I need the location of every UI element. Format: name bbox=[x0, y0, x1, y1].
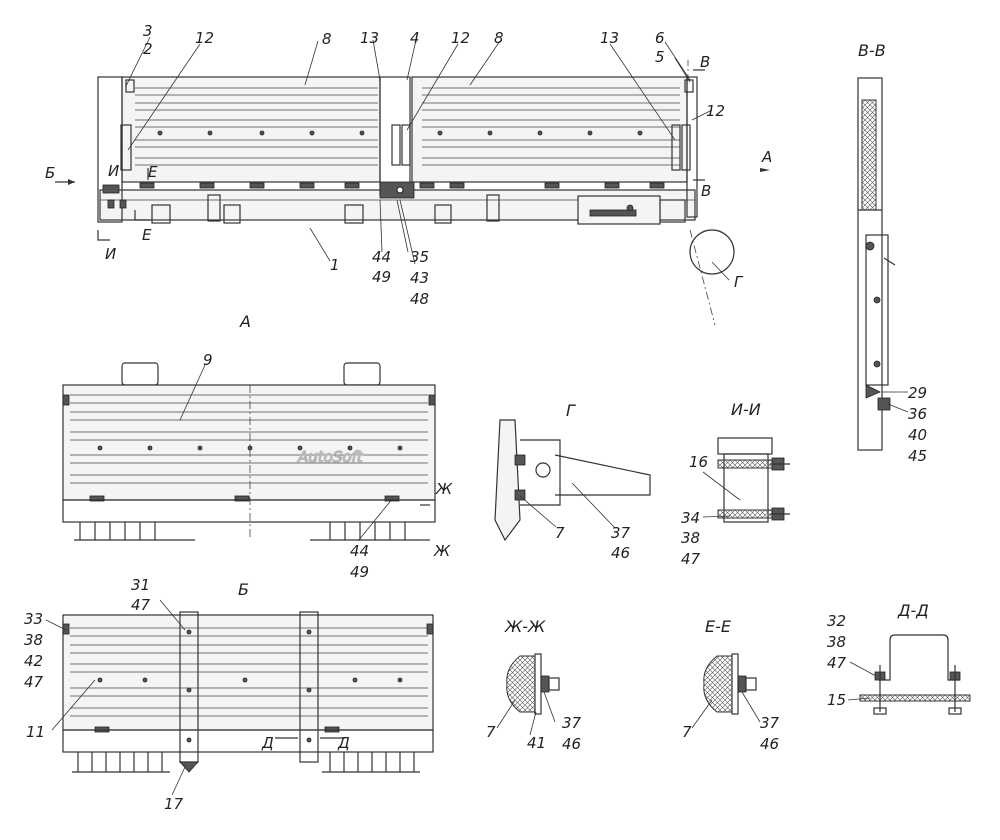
section-ee-title: Е-Е bbox=[705, 617, 732, 636]
section-vv-title: В-В bbox=[858, 41, 886, 60]
section-ee: Е-Е 7 37 46 bbox=[682, 617, 780, 753]
label-46: 46 bbox=[760, 735, 779, 753]
label-12: 12 bbox=[706, 102, 725, 120]
label-29: 29 bbox=[908, 384, 927, 402]
label-section-v: В bbox=[701, 182, 711, 200]
label-section-e: Е bbox=[142, 226, 152, 244]
label-11: 11 bbox=[26, 723, 45, 741]
label-2: 2 bbox=[143, 40, 153, 58]
section-ii: И-И 16 34 38 47 bbox=[681, 400, 790, 568]
label-47: 47 bbox=[131, 596, 151, 614]
label-46: 46 bbox=[562, 735, 581, 753]
section-zh-title: Ж-Ж bbox=[504, 617, 546, 636]
label-48: 48 bbox=[410, 290, 429, 308]
label-33: 33 bbox=[24, 610, 43, 628]
label-section-zh: Ж bbox=[433, 542, 451, 560]
label-section-zh: Ж bbox=[435, 480, 453, 498]
view-a: А bbox=[62, 312, 453, 581]
label-38: 38 bbox=[827, 633, 846, 651]
label-section-d: Д bbox=[337, 734, 350, 752]
label-7: 7 bbox=[486, 723, 496, 741]
section-vv: В-В 29 36 40 45 bbox=[857, 41, 927, 465]
view-arrow-a: А bbox=[761, 148, 772, 166]
label-section-i: И bbox=[108, 162, 119, 180]
label-12: 12 bbox=[195, 29, 214, 47]
label-4: 4 bbox=[410, 29, 420, 47]
label-8: 8 bbox=[494, 29, 504, 47]
label-47: 47 bbox=[681, 550, 701, 568]
label-9: 9 bbox=[203, 351, 213, 369]
label-42: 42 bbox=[24, 652, 43, 670]
label-46: 46 bbox=[611, 544, 630, 562]
label-47: 47 bbox=[24, 673, 44, 691]
label-35: 35 bbox=[410, 248, 429, 266]
label-38: 38 bbox=[681, 529, 700, 547]
label-32: 32 bbox=[827, 612, 846, 630]
label-section-v: В bbox=[700, 53, 710, 71]
label-44: 44 bbox=[350, 542, 369, 560]
label-37: 37 bbox=[611, 524, 631, 542]
watermark: AutoSoft bbox=[297, 448, 364, 466]
label-16: 16 bbox=[689, 453, 708, 471]
main-side-view: 3 2 12 8 13 4 12 8 13 6 5 12 В В И И Е Е… bbox=[45, 22, 772, 326]
view-a-title: А bbox=[239, 312, 251, 331]
label-section-i: И bbox=[105, 245, 116, 263]
label-1: 1 bbox=[330, 256, 340, 274]
label-7: 7 bbox=[555, 524, 565, 542]
label-41: 41 bbox=[527, 734, 546, 752]
view-b: Б bbox=[24, 576, 434, 813]
label-49: 49 bbox=[372, 268, 391, 286]
label-44: 44 bbox=[372, 248, 391, 266]
label-31: 31 bbox=[131, 576, 150, 594]
view-b-title: Б bbox=[238, 580, 249, 599]
label-49: 49 bbox=[350, 563, 369, 581]
label-detail-g: Г bbox=[734, 273, 744, 291]
view-arrow-b: Б bbox=[45, 164, 55, 182]
label-15: 15 bbox=[827, 691, 846, 709]
label-38: 38 bbox=[24, 631, 43, 649]
label-7: 7 bbox=[682, 723, 692, 741]
label-section-e: Е bbox=[148, 163, 158, 181]
section-dd: Д-Д 32 38 47 15 bbox=[827, 601, 971, 715]
label-34: 34 bbox=[681, 509, 700, 527]
label-13: 13 bbox=[360, 29, 379, 47]
label-3: 3 bbox=[143, 22, 153, 40]
label-40: 40 bbox=[908, 426, 927, 444]
section-ii-title: И-И bbox=[731, 400, 761, 419]
label-13: 13 bbox=[600, 29, 619, 47]
label-8: 8 bbox=[322, 30, 332, 48]
detail-g: Г 7 37 46 bbox=[494, 401, 651, 562]
label-43: 43 bbox=[410, 269, 429, 287]
label-36: 36 bbox=[908, 405, 927, 423]
label-6: 6 bbox=[655, 29, 665, 47]
detail-g-title: Г bbox=[566, 401, 576, 420]
label-12: 12 bbox=[451, 29, 470, 47]
label-45: 45 bbox=[908, 447, 927, 465]
section-dd-title: Д-Д bbox=[897, 601, 929, 620]
label-37: 37 bbox=[760, 714, 780, 732]
label-37: 37 bbox=[562, 714, 582, 732]
label-47: 47 bbox=[827, 654, 847, 672]
label-17: 17 bbox=[164, 795, 184, 813]
section-zh: Ж-Ж 7 41 37 46 bbox=[486, 617, 582, 753]
label-section-d: Д bbox=[261, 734, 274, 752]
label-5: 5 bbox=[655, 48, 665, 66]
